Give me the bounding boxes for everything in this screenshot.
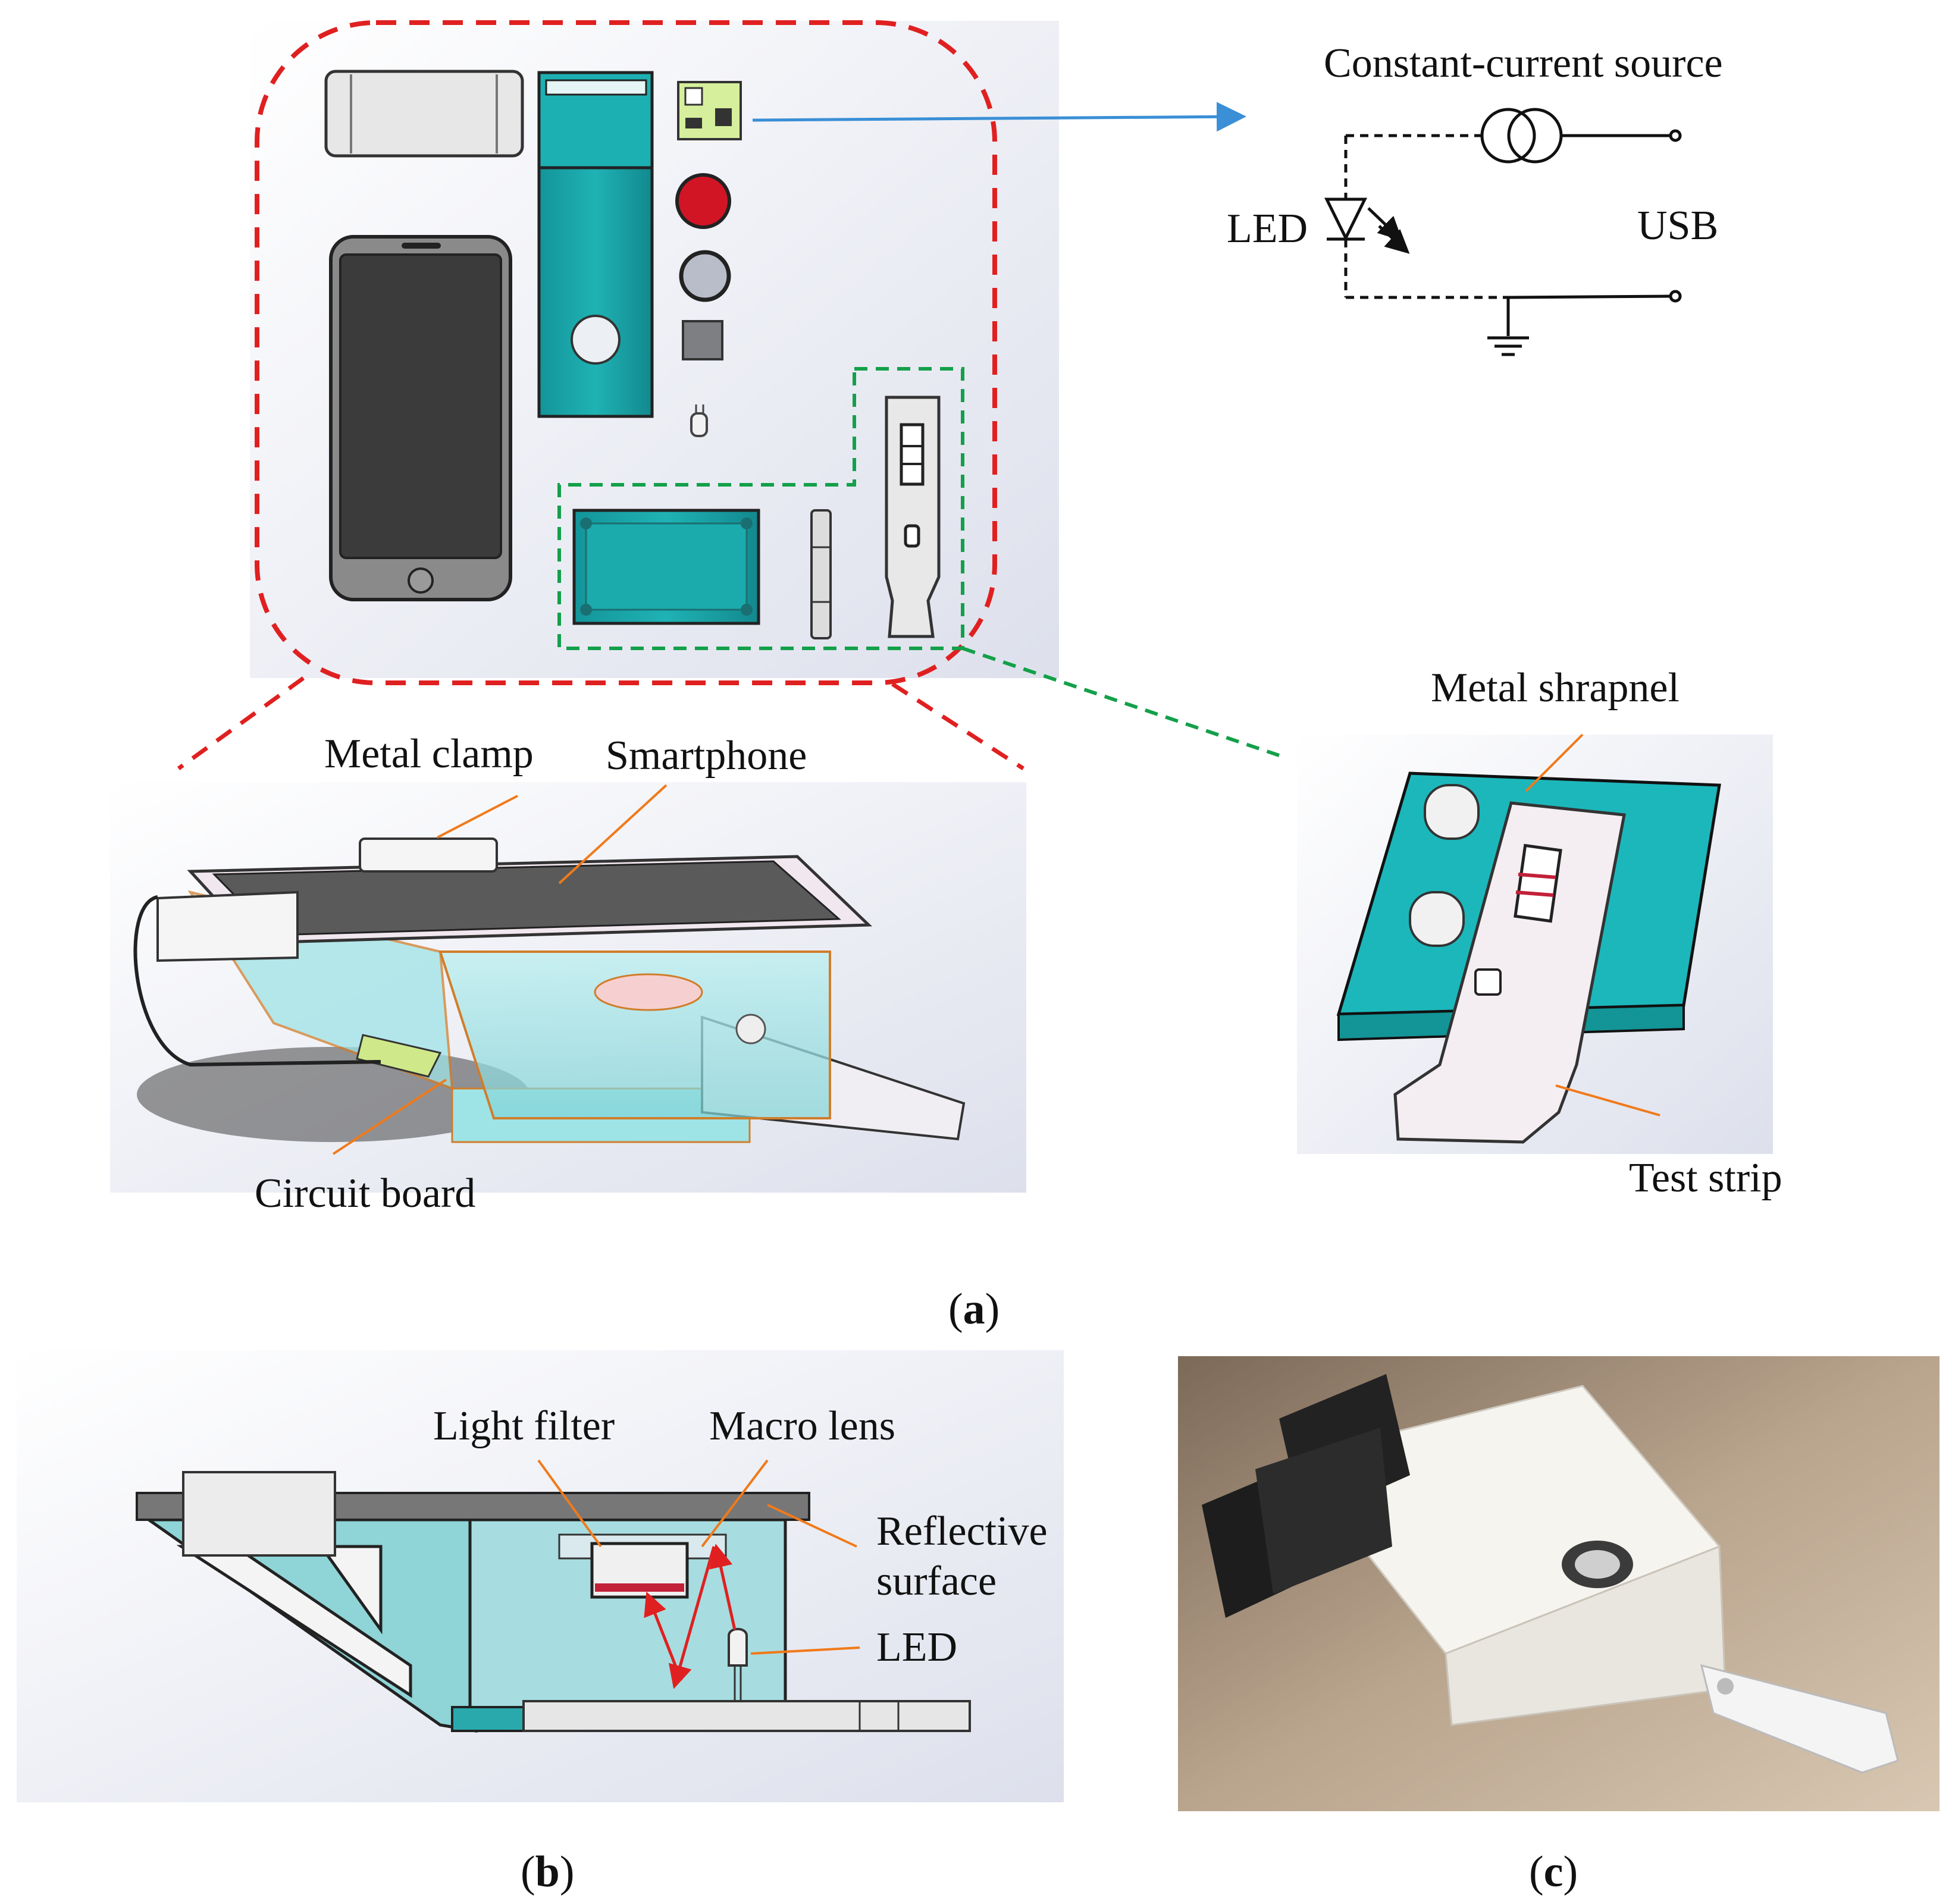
clamp-part [324, 70, 524, 158]
caption-c: (c) [1529, 1847, 1578, 1896]
label-surface: surface [876, 1558, 997, 1604]
transparent-housing [438, 951, 831, 1119]
label-test-strip: Test strip [1629, 1155, 1782, 1201]
leader-clamp [437, 795, 518, 839]
led-section [728, 1627, 748, 1667]
current-source-symbol-a [1480, 108, 1536, 164]
photo-strip [1700, 1664, 1899, 1774]
assembled-device [110, 782, 1026, 1193]
leader-surface [767, 1504, 857, 1548]
label-reflective: Reflective [876, 1508, 1048, 1554]
label-led-section: LED [876, 1624, 958, 1670]
led-diode-symbol [1324, 197, 1368, 241]
red-zoom-line-right [891, 682, 1024, 770]
green-dashed-frame [557, 367, 964, 650]
clamp-in-assembly [359, 837, 498, 873]
leader-phone [558, 784, 668, 884]
caption-a: (a) [948, 1285, 1000, 1334]
strip-part [885, 396, 941, 638]
strip-in-holder [1393, 801, 1626, 1144]
label-circuit-board: Circuit board [255, 1171, 476, 1216]
circuit-schematic [1324, 108, 1682, 356]
exploded-parts-view [250, 21, 1059, 678]
usb-cable [133, 895, 381, 1067]
leader-strip [1555, 1084, 1660, 1116]
leader-filter [537, 1459, 602, 1548]
leader-lens [701, 1459, 769, 1548]
label-metal-shrapnel: Metal shrapnel [1431, 665, 1680, 711]
caption-b: (b) [521, 1847, 575, 1896]
label-led-circuit: LED [1227, 206, 1308, 252]
filter-disk [675, 173, 731, 229]
usb-terminal-top [1669, 129, 1682, 142]
label-metal-clamp: Metal clamp [324, 731, 534, 777]
leader-shrapnel [1525, 733, 1584, 792]
red-dashed-frame [255, 20, 997, 685]
leader-led [750, 1646, 860, 1655]
label-macro-lens: Macro lens [709, 1403, 895, 1449]
clamp-section [182, 1471, 336, 1557]
light-path-2 [668, 1546, 716, 1689]
blue-arrow [752, 102, 1246, 132]
label-smartphone: Smartphone [606, 733, 807, 779]
circuit-board-in-assembly [356, 1034, 442, 1078]
reflective-square [682, 320, 723, 360]
usb-terminal-bottom [1669, 290, 1682, 303]
label-constant-current-source: Constant-current source [1324, 40, 1723, 86]
strip-section [522, 1700, 971, 1732]
leader-board [332, 1078, 447, 1155]
cross-section-view [17, 1350, 1064, 1802]
shrapnel-part [810, 509, 832, 639]
label-light-filter: Light filter [433, 1403, 615, 1449]
device-photo [1178, 1356, 1940, 1811]
lens-disk [679, 250, 731, 302]
red-zoom-line-left [177, 676, 305, 770]
green-zoom-line [962, 647, 1280, 757]
label-usb: USB [1637, 203, 1719, 249]
holder-closeup [1297, 733, 1773, 1154]
led-part [690, 412, 708, 437]
light-path-3 [709, 1544, 737, 1630]
